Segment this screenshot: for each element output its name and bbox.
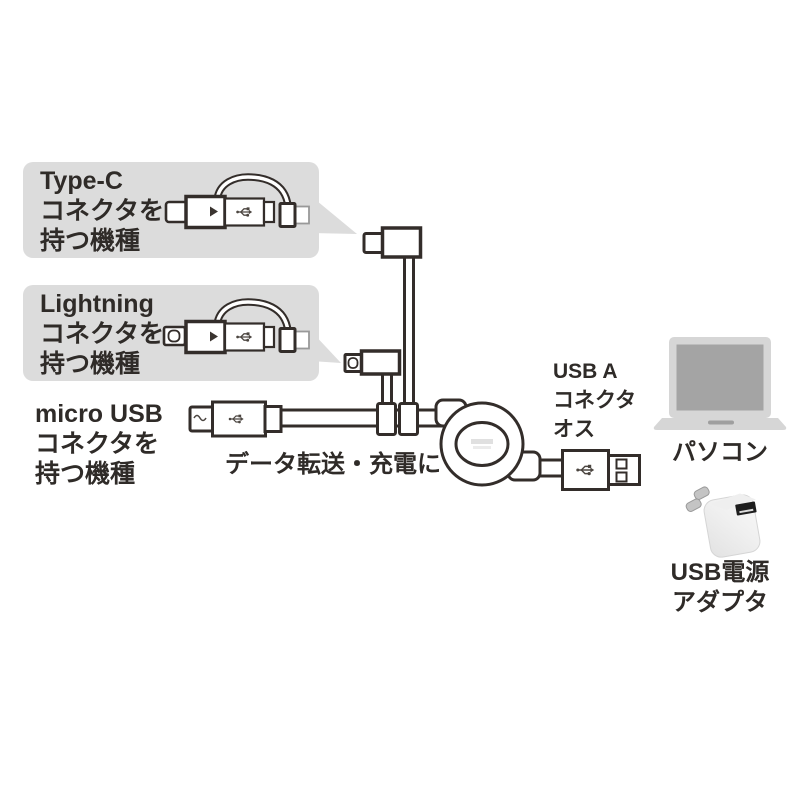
cable-reel-icon <box>434 398 542 487</box>
power-adapter-label: USB電源 アダプタ <box>655 558 785 618</box>
usb-a-hole <box>615 458 628 470</box>
plug-prong <box>693 486 710 500</box>
callout-lightning-line1: Lightning <box>40 290 154 318</box>
plug-prong <box>685 498 702 512</box>
triangle-mark <box>210 331 218 342</box>
callout-typec-label: Type-C コネクタを 持つ機種 <box>40 166 164 256</box>
micro-usb-line2: コネクタを <box>35 430 160 458</box>
triangle-mark <box>210 206 218 217</box>
strap-cap <box>278 202 297 228</box>
typec-connector-icon <box>362 226 423 259</box>
cable-stub <box>294 205 310 225</box>
main-cable <box>278 408 454 428</box>
reel-logo <box>473 446 491 449</box>
cable-junction <box>398 402 419 436</box>
adapter-body <box>184 319 227 355</box>
adapter-top-face <box>710 493 756 510</box>
power-adapter-line1: USB電源 <box>670 559 770 586</box>
laptop-icon <box>653 337 787 430</box>
collar <box>262 325 276 349</box>
adapter-usb-port <box>735 501 757 516</box>
cable-diagram <box>188 226 641 491</box>
usage-label: データ転送・充電に <box>225 451 441 478</box>
micro-usb-label: micro USB コネクタを 持つ機種 <box>35 399 163 489</box>
callout-lightning-tail <box>311 331 341 363</box>
usb-a-label: USB A コネクタ オス <box>553 357 636 444</box>
usb-power-adapter-icon <box>685 486 761 558</box>
laptop-latch <box>708 420 734 425</box>
power-adapter-line2: アダプタ <box>672 589 768 616</box>
collar <box>262 200 276 224</box>
type-c-adapter-illustration <box>164 173 310 230</box>
callout-lightning-line2: コネクタを <box>40 320 165 348</box>
callout-typec-line1: Type-C <box>40 167 123 195</box>
micro-usb-line1: micro USB <box>35 400 163 428</box>
usb-a-line2: コネクタ <box>553 389 637 412</box>
usb-a-line1: USB A <box>553 360 618 383</box>
collar <box>263 405 283 433</box>
usb-a-hole <box>615 471 628 483</box>
lightning-plug-pill <box>167 329 181 343</box>
type-c-plug-icon <box>164 200 189 224</box>
adapter-body <box>184 194 227 230</box>
callout-lightning-label: Lightning コネクタを 持つ機種 <box>40 289 164 379</box>
pc-label: パソコン <box>672 439 768 466</box>
callout-lightning-line3: 持つ機種 <box>40 350 141 378</box>
cable-junction <box>376 402 397 436</box>
usb-a-connector-icon <box>561 449 641 491</box>
usb-a-line3: オス <box>553 418 595 441</box>
micro-usb-mark <box>193 414 207 422</box>
lightning-cable <box>381 369 393 409</box>
lightning-connector-icon <box>343 349 402 376</box>
laptop-screen <box>676 344 764 411</box>
micro-usb-connector-icon <box>188 400 283 438</box>
micro-usb-line3: 持つ機種 <box>35 460 136 488</box>
callout-typec-line2: コネクタを <box>40 197 165 225</box>
typec-cable <box>403 253 415 409</box>
callout-typec-line3: 持つ機種 <box>40 227 141 255</box>
cable-stub <box>294 330 310 350</box>
strap-cap <box>278 327 297 353</box>
callout-typec-tail <box>311 196 357 234</box>
lightning-adapter-illustration <box>162 298 310 355</box>
reel-logo <box>471 439 493 444</box>
